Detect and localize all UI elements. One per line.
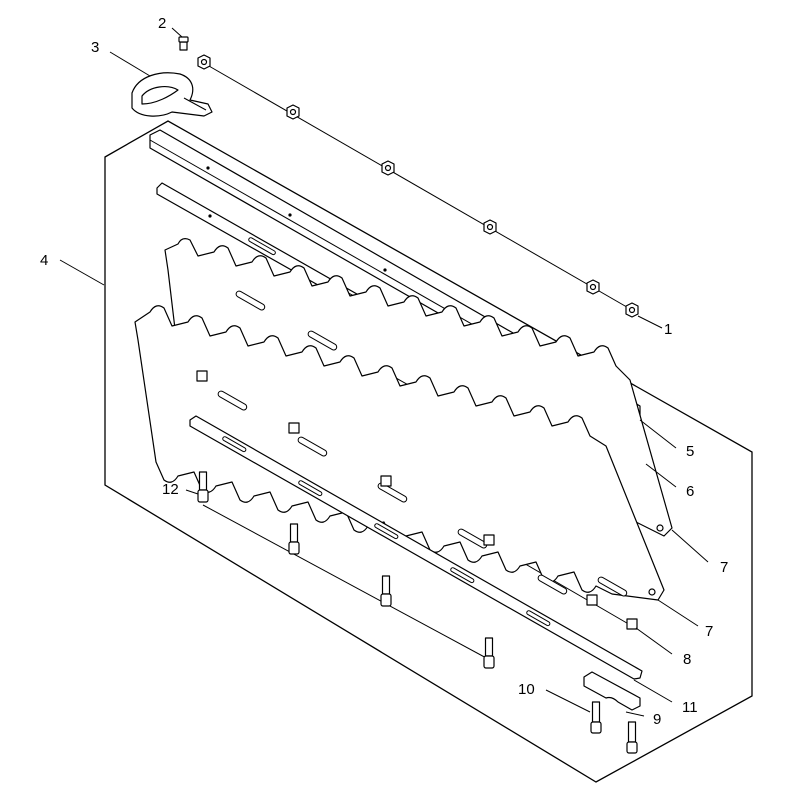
spacers (196, 370, 638, 630)
callout-2: 2 (158, 15, 166, 32)
callout-7-lower: 7 (705, 623, 713, 640)
leader-lines (59, 27, 709, 717)
blade-cover (131, 72, 213, 117)
callout-5: 5 (686, 443, 694, 460)
callout-labels: 1 2 3 4 5 6 7 7 8 9 10 11 12 (40, 15, 728, 728)
nuts (197, 54, 639, 318)
callout-1: 1 (664, 321, 672, 338)
callout-4: 4 (40, 252, 48, 269)
bolts (197, 471, 495, 669)
bolt-axis-line (202, 504, 491, 661)
callout-12: 12 (162, 481, 179, 498)
small-plate (583, 671, 641, 711)
screw (178, 36, 189, 51)
callout-9: 9 (653, 711, 661, 728)
slotted-plate-lower (189, 415, 643, 680)
callout-3: 3 (91, 39, 99, 56)
cutter-blade-lower (134, 305, 665, 601)
short-bolts (590, 701, 638, 754)
callout-8: 8 (683, 651, 691, 668)
callout-10: 10 (518, 681, 535, 698)
assembly-outline (104, 120, 753, 783)
callout-11: 11 (682, 699, 698, 716)
callout-7-upper: 7 (720, 559, 728, 576)
callout-6: 6 (686, 483, 694, 500)
nut-axis-line (201, 61, 633, 311)
